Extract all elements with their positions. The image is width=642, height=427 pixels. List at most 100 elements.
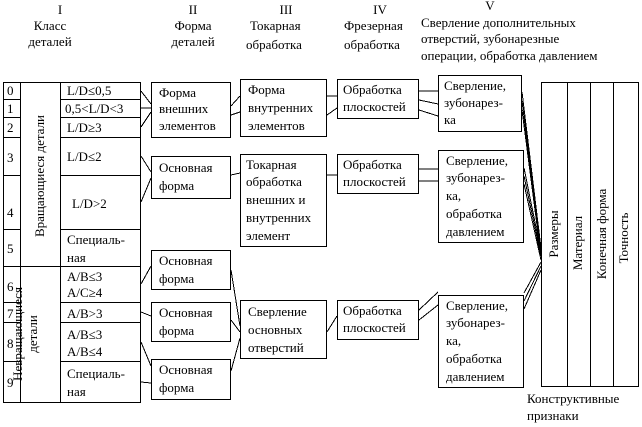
box-text: обработка xyxy=(246,174,302,189)
form-box-basic-rotating: Основная форма xyxy=(151,156,231,199)
box-text: Основная xyxy=(159,305,213,320)
feature-material: Материал xyxy=(570,215,585,271)
col1-numeral: I xyxy=(57,2,63,17)
col2-numeral: II xyxy=(188,2,198,17)
box-text: ка, xyxy=(446,333,462,348)
milling-box-planes-2: Обработка плоскостей xyxy=(337,154,419,194)
class-number: 0 xyxy=(7,83,14,98)
features-caption-line2: признаки xyxy=(527,408,579,423)
col3-title-line1: Токарная xyxy=(250,18,301,33)
box-text: зубонарез- xyxy=(446,170,505,185)
class-number: 9 xyxy=(7,375,14,390)
condition-cell: ная xyxy=(67,384,86,399)
box-text: Основная xyxy=(159,253,213,268)
col2-title-line2: деталей xyxy=(171,34,215,49)
condition-cell: ная xyxy=(67,250,86,265)
condition-cell: A/B≤4 xyxy=(67,344,103,359)
box-text: Токарная xyxy=(246,157,297,172)
box-text: элементов xyxy=(248,118,305,133)
col5-title-line2: отверстий, зубонарезные xyxy=(421,31,560,46)
drilling-box-3: Сверление, зубонарез- ка, обработка давл… xyxy=(438,295,524,388)
milling-box-planes-3: Обработка плоскостей xyxy=(337,300,419,340)
turning-box-drilling-main: Сверление основных отверстий xyxy=(240,300,327,359)
box-text: зубонарез- xyxy=(446,315,505,330)
condition-cell: L/D≤2 xyxy=(67,149,102,164)
condition-cell: L/D≤0,5 xyxy=(67,83,112,98)
box-text: давлением xyxy=(446,224,505,239)
condition-cell: 0,5<L/D<3 xyxy=(65,101,124,116)
drilling-box-1: Сверление, зубонарез- ка xyxy=(438,75,522,132)
box-text: плоскостей xyxy=(343,320,406,335)
turning-box-internal-elements: Форма внутренних элементов xyxy=(240,79,327,137)
class-number: 6 xyxy=(7,279,14,294)
box-text: Основная xyxy=(159,160,213,175)
box-text: основных xyxy=(248,322,303,337)
box-text: Сверление, xyxy=(444,78,507,93)
box-text: Сверление, xyxy=(446,298,509,313)
box-text: Форма xyxy=(248,82,285,97)
col3-title-line2: обработка xyxy=(246,37,302,52)
nonrotating-parts-label-line1: Невращающиеся xyxy=(10,287,25,381)
feature-final-shape: Конечная форма xyxy=(594,188,609,280)
feature-dimensions: Размеры xyxy=(546,210,561,258)
rotating-parts-label: Вращающиеся детали xyxy=(32,114,47,238)
form-box-external-elements: Форма внешних элементов xyxy=(151,82,231,138)
class-number: 3 xyxy=(7,150,14,165)
box-text: обработка xyxy=(446,351,502,366)
col1-title-line2: деталей xyxy=(28,34,72,49)
turning-box-external-internal: Токарная обработка внешних и внутренних … xyxy=(240,154,327,247)
col2-title-line1: Форма xyxy=(174,18,212,33)
condition-cell: A/C≥4 xyxy=(67,285,103,300)
col4-title-line1: Фрезерная xyxy=(344,18,403,33)
box-text: Форма xyxy=(159,85,196,100)
box-text: форма xyxy=(159,323,195,338)
box-text: плоскостей xyxy=(343,174,406,189)
class-number: 7 xyxy=(7,306,14,321)
class-number: 1 xyxy=(7,101,14,116)
class-number: 8 xyxy=(7,336,14,351)
form-box-basic-7: Основная форма xyxy=(151,302,231,342)
condition-cell: L/D≥3 xyxy=(67,120,102,135)
nonrotating-parts-label-line2: детали xyxy=(25,315,40,353)
drilling-box-2: Сверление, зубонарез- ка, обработка давл… xyxy=(438,150,524,243)
box-text: форма xyxy=(159,178,195,193)
box-text: Основная xyxy=(159,362,213,377)
col4-title-line2: обработка xyxy=(344,37,400,52)
feature-accuracy: Точность xyxy=(616,212,631,264)
box-text: ка xyxy=(444,112,456,127)
box-text: Обработка xyxy=(343,157,402,172)
class-number: 2 xyxy=(7,120,14,135)
condition-cell: A/B>3 xyxy=(67,306,103,321)
box-text: элемент xyxy=(246,228,291,243)
col4-numeral: IV xyxy=(373,2,387,17)
form-box-basic-9: Основная форма xyxy=(151,359,231,400)
condition-cell: Специаль- xyxy=(67,232,125,247)
box-text: плоскостей xyxy=(343,99,406,114)
milling-box-planes-1: Обработка плоскостей xyxy=(337,79,419,119)
box-text: внутренних xyxy=(246,210,312,225)
box-text: форма xyxy=(159,380,195,395)
col1-title-line1: Класс xyxy=(33,18,67,33)
box-text: внешних и xyxy=(246,192,306,207)
condition-cell: A/B≤3 xyxy=(67,327,103,342)
col5-numeral: V xyxy=(485,0,495,13)
box-text: ка, xyxy=(446,188,462,203)
col5-title-line3: операции, обработка давлением xyxy=(421,48,598,63)
box-text: отверстий xyxy=(248,340,304,355)
class-number: 5 xyxy=(7,241,14,256)
box-text: внешних xyxy=(159,101,209,116)
box-text: форма xyxy=(159,271,195,286)
box-text: Обработка xyxy=(343,82,402,97)
condition-cell: Специаль- xyxy=(67,366,125,381)
condition-cell: L/D>2 xyxy=(72,196,107,211)
box-text: Сверление, xyxy=(446,153,509,168)
class-number: 4 xyxy=(7,205,14,220)
condition-cell: A/B≤3 xyxy=(67,269,103,284)
box-text: Сверление xyxy=(248,304,307,319)
box-text: элементов xyxy=(159,118,216,133)
form-box-basic-6: Основная форма xyxy=(151,250,231,290)
box-text: давлением xyxy=(446,369,505,384)
col3-numeral: III xyxy=(279,2,293,17)
box-text: Обработка xyxy=(343,303,402,318)
